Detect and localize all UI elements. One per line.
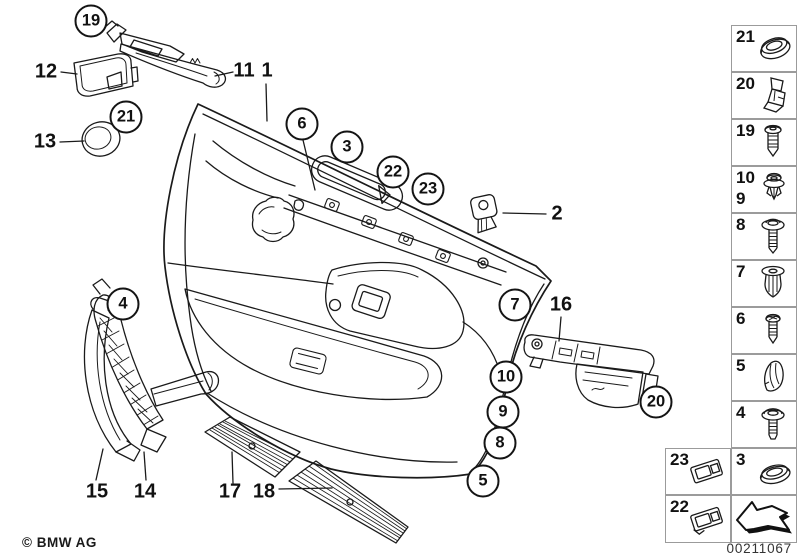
part-15-trim-strip bbox=[84, 298, 140, 461]
callout-number: 4 bbox=[118, 294, 128, 313]
part-label-2[interactable]: 2 bbox=[551, 202, 563, 225]
legend-cell-3[interactable]: 3 bbox=[731, 448, 797, 495]
direction-arrow-icon bbox=[732, 496, 792, 534]
legend-cell-4[interactable]: 4 bbox=[731, 401, 797, 448]
legend-cell-8[interactable]: 8 bbox=[731, 213, 797, 260]
callout-circle-23[interactable]: 23 bbox=[411, 172, 445, 206]
part-label-15[interactable]: 15 bbox=[85, 480, 109, 503]
adapter-plate-clip-icon bbox=[685, 497, 729, 540]
legend-cell-21[interactable]: 21 bbox=[731, 25, 797, 72]
callout-number: 7 bbox=[510, 295, 520, 314]
expanding-rivet-ribbed-icon bbox=[751, 262, 795, 305]
callout-number: 5 bbox=[478, 471, 488, 490]
part-label-18[interactable]: 18 bbox=[252, 480, 276, 503]
callout-circle-10[interactable]: 10 bbox=[489, 360, 523, 394]
speaker-hole bbox=[252, 197, 294, 241]
callout-circle-22[interactable]: 22 bbox=[376, 155, 410, 189]
callout-circle-21[interactable]: 21 bbox=[109, 100, 143, 134]
part-2-clip bbox=[470, 194, 501, 233]
cover-cap-icon bbox=[751, 356, 795, 399]
legend-cell-22[interactable]: 22 bbox=[665, 495, 731, 543]
door-panel-drawing bbox=[164, 104, 551, 478]
legend-cell-10-9[interactable]: 10 9 bbox=[731, 166, 797, 213]
part-11-bracket bbox=[104, 21, 225, 87]
legend-part-number: 21 bbox=[736, 27, 755, 46]
washer-screw-short-icon bbox=[751, 403, 795, 446]
callout-number: 8 bbox=[495, 433, 505, 452]
part-17-grille bbox=[205, 417, 300, 477]
callout-number: 20 bbox=[646, 392, 666, 411]
copyright-text: © BMW AG bbox=[22, 535, 97, 550]
legend-part-number: 3 bbox=[736, 450, 746, 469]
retaining-clip-icon bbox=[751, 74, 795, 117]
legend-part-number: 19 bbox=[736, 121, 755, 140]
part-label-16[interactable]: 16 bbox=[549, 293, 573, 316]
part-label-14[interactable]: 14 bbox=[133, 480, 157, 503]
callout-circle-8[interactable]: 8 bbox=[483, 426, 517, 460]
part-label-13[interactable]: 13 bbox=[33, 130, 57, 153]
callout-number: 10 bbox=[496, 367, 516, 386]
oval-grommet-flat-icon bbox=[751, 450, 795, 493]
cross-head-screw-icon bbox=[751, 309, 795, 352]
legend-part-number: 7 bbox=[736, 262, 746, 281]
legend-part-number: 23 bbox=[670, 450, 689, 469]
callout-circle-19[interactable]: 19 bbox=[74, 4, 108, 38]
callout-number: 22 bbox=[383, 162, 403, 181]
part-label-17[interactable]: 17 bbox=[218, 480, 242, 503]
oval-grommet-icon bbox=[751, 27, 795, 70]
legend-part-number: 20 bbox=[736, 74, 755, 93]
part-16-switch-panel bbox=[524, 335, 658, 408]
callout-circle-5[interactable]: 5 bbox=[466, 464, 500, 498]
part-label-11[interactable]: 11 bbox=[233, 59, 255, 82]
legend-part-number: 22 bbox=[670, 497, 689, 516]
expanding-rivet-icon bbox=[751, 168, 795, 211]
legend-cell-7[interactable]: 7 bbox=[731, 260, 797, 307]
washer-screw-long-icon bbox=[751, 215, 795, 258]
legend-part-number: 8 bbox=[736, 215, 746, 234]
legend-part-number: 6 bbox=[736, 309, 746, 328]
legend-cell-6[interactable]: 6 bbox=[731, 307, 797, 354]
part-12-handle-trim bbox=[74, 54, 138, 96]
callout-circle-6[interactable]: 6 bbox=[285, 107, 319, 141]
legend-part-number: 5 bbox=[736, 356, 746, 375]
callout-circle-20[interactable]: 20 bbox=[639, 385, 673, 419]
legend-part-number: 4 bbox=[736, 403, 746, 422]
leader-lines bbox=[60, 72, 561, 489]
callout-circle-3[interactable]: 3 bbox=[330, 130, 364, 164]
legend-part-number: 9 bbox=[736, 189, 746, 208]
legend-cell-23[interactable]: 23 bbox=[665, 448, 731, 495]
callout-number: 21 bbox=[116, 107, 136, 126]
part-13-cap bbox=[78, 118, 123, 160]
handle-cutout bbox=[308, 152, 407, 214]
callout-circle-7[interactable]: 7 bbox=[498, 288, 532, 322]
pan-head-screw-icon bbox=[751, 121, 795, 164]
image-number: 00211067 bbox=[726, 541, 792, 556]
adapter-plate-icon bbox=[685, 450, 729, 493]
legend-cell-19[interactable]: 19 bbox=[731, 119, 797, 166]
part-label-12[interactable]: 12 bbox=[34, 60, 58, 83]
legend-part-number: 10 bbox=[736, 168, 755, 187]
callout-circle-9[interactable]: 9 bbox=[486, 395, 520, 429]
callout-number: 6 bbox=[297, 114, 307, 133]
callout-number: 19 bbox=[81, 11, 101, 30]
callout-circle-4[interactable]: 4 bbox=[106, 287, 140, 321]
callout-number: 9 bbox=[498, 402, 508, 421]
legend-cell-5[interactable]: 5 bbox=[731, 354, 797, 401]
part-label-1[interactable]: 1 bbox=[261, 59, 273, 82]
part-18-grille bbox=[289, 461, 408, 543]
legend-cell-direction[interactable] bbox=[731, 495, 797, 543]
callout-number: 23 bbox=[418, 179, 438, 198]
callout-number: 3 bbox=[342, 137, 352, 156]
legend-cell-20[interactable]: 20 bbox=[731, 72, 797, 119]
